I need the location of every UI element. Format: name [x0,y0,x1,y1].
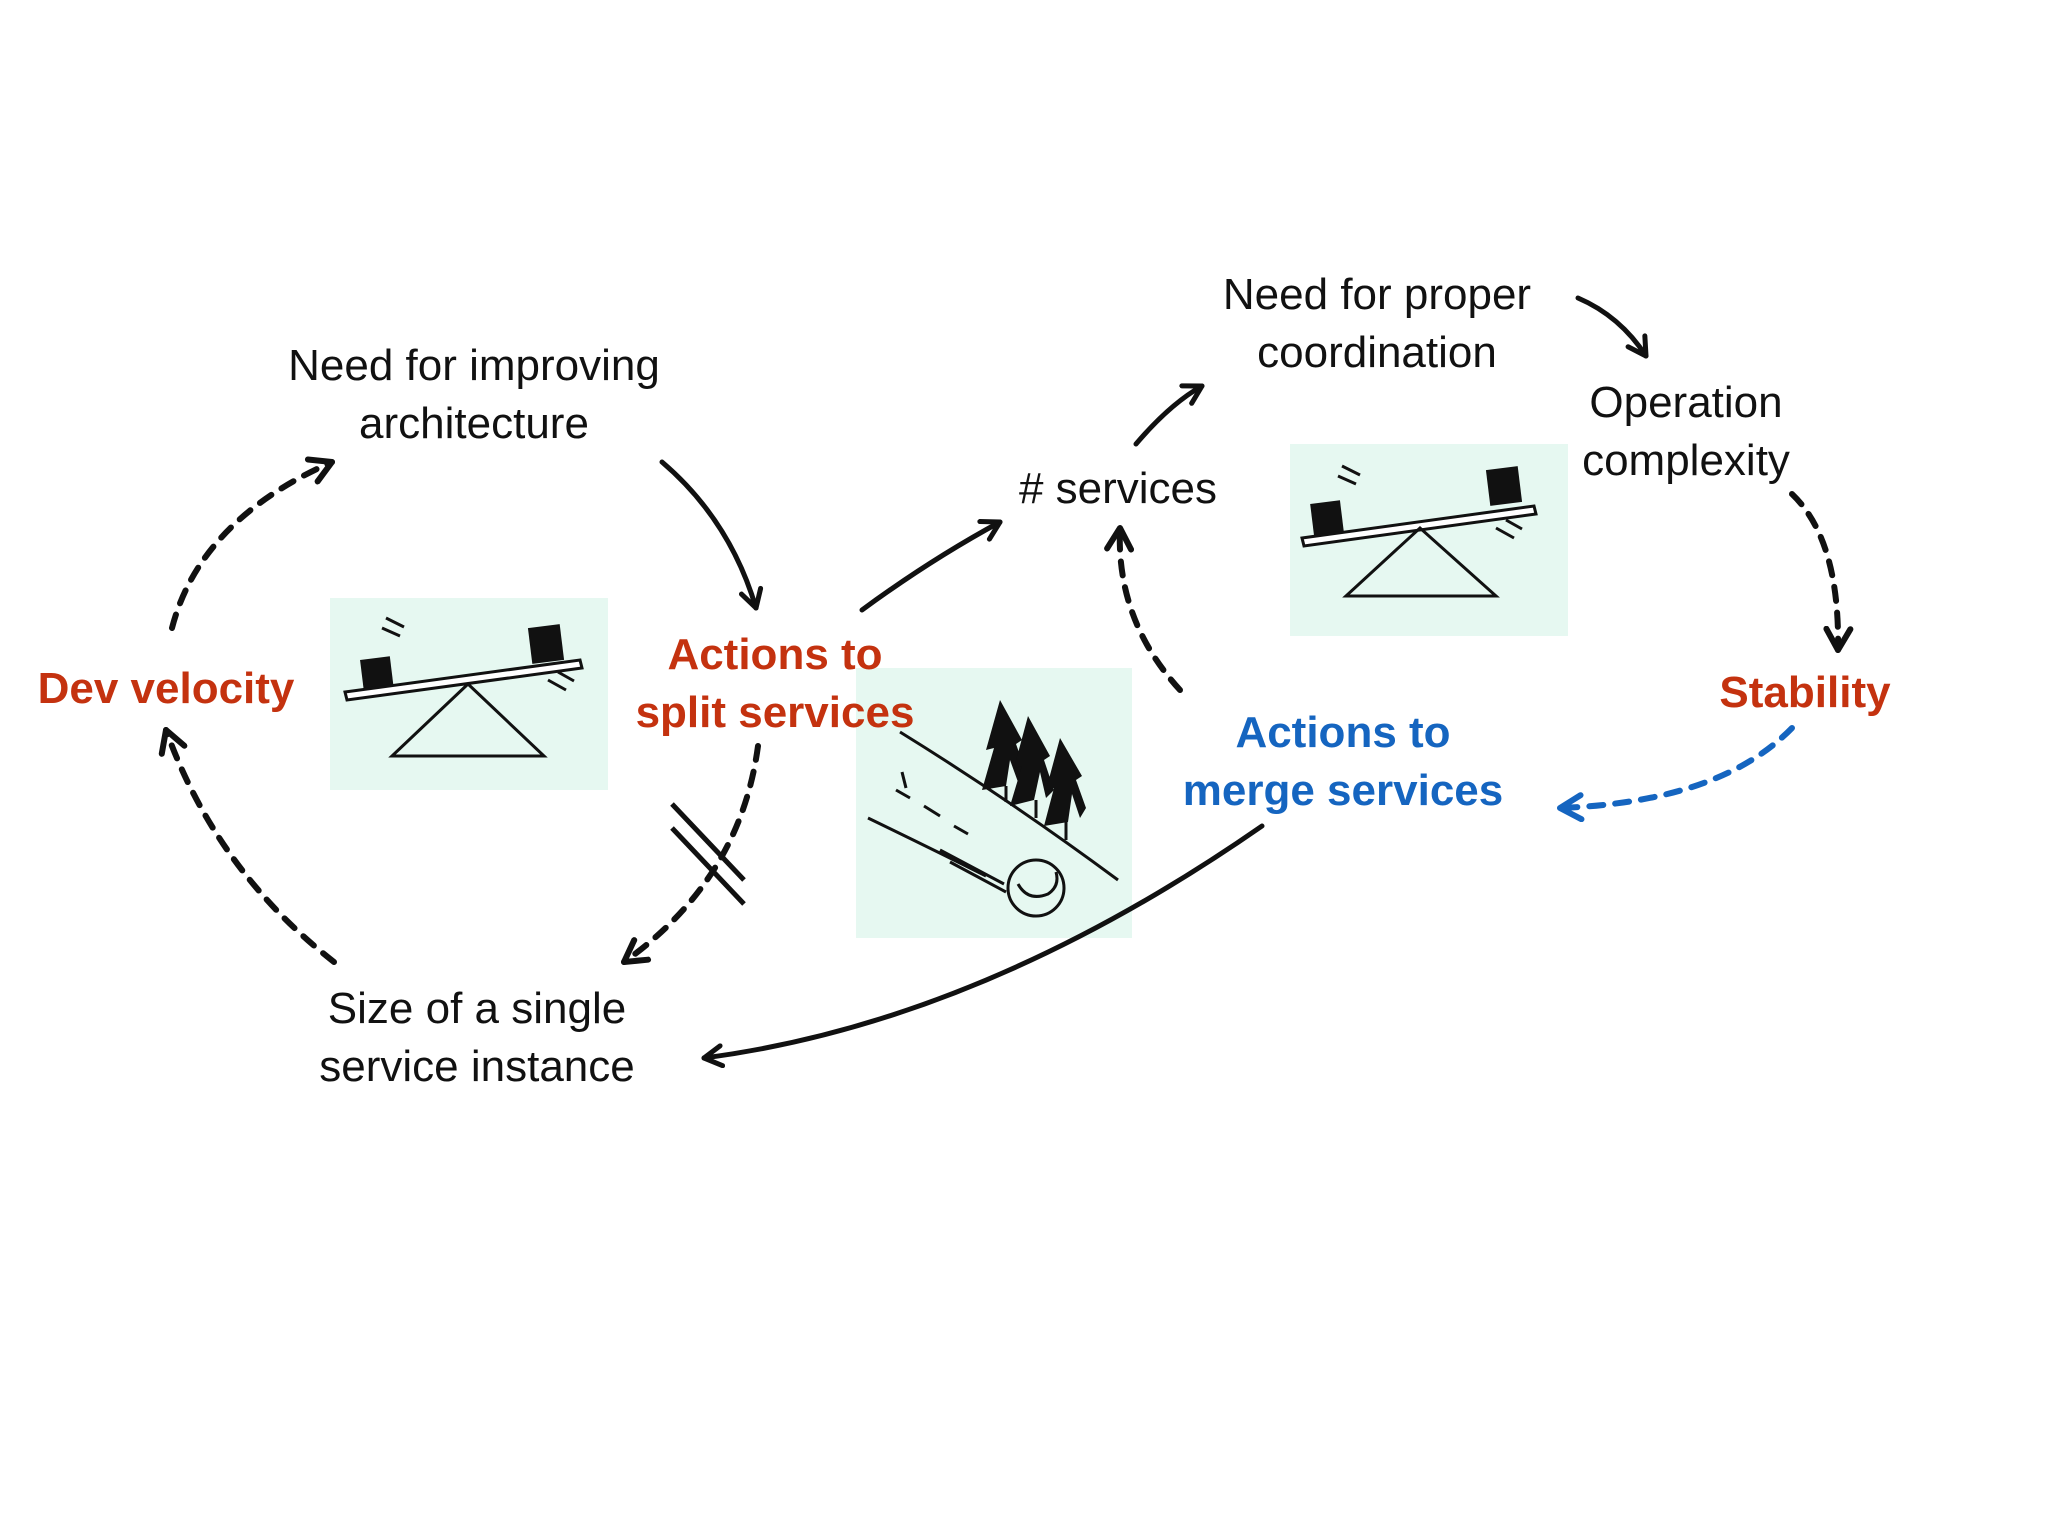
node-need-architecture: Need for improving architecture [254,337,694,453]
node-actions-split: Actions to split services [612,626,938,742]
node-actions-merge-line2: merge services [1182,766,1504,815]
node-size-single-line2: service instance [319,1042,635,1091]
node-operation-complexity: Operation complexity [1536,374,1836,490]
node-need-architecture-line1: Need for improving [288,341,660,390]
node-actions-merge: Actions to merge services [1150,704,1536,820]
node-need-architecture-line2: architecture [359,399,589,448]
delay-mark [670,802,746,882]
node-actions-split-line2: split services [635,688,915,737]
snowball-icon [856,668,1132,938]
seesaw-icon [1290,444,1568,636]
node-operation-complexity-line1: Operation [1589,378,1783,427]
delay-mark [670,826,746,906]
arrow-coordination-to-complexity [1575,295,1649,359]
node-need-coordination: Need for proper coordination [1182,266,1572,382]
node-stability-text: Stability [1719,668,1891,717]
node-actions-split-line1: Actions to [667,630,883,679]
arrow-merge-to-size [701,823,1265,1069]
seesaw-icon [330,598,608,790]
node-dev-velocity-text: Dev velocity [37,664,295,713]
arrow-need-to-split [659,459,764,611]
arrow-velocity-to-need [169,456,335,631]
arrow-split-to-services [859,519,1003,613]
node-services-count-text: # services [1018,464,1218,513]
node-services-count: # services [998,460,1238,518]
arrow-size-to-velocity [158,727,337,965]
node-dev-velocity: Dev velocity [16,660,316,718]
arrow-merge-to-services [1104,525,1183,693]
node-size-single-service: Size of a single service instance [282,980,672,1096]
node-stability: Stability [1690,664,1920,722]
node-size-single-line1: Size of a single [327,984,627,1033]
node-need-coordination-line1: Need for proper [1222,270,1532,319]
arrow-stability-to-merge [1557,725,1795,823]
arrow-split-to-size [621,743,761,965]
arrow-complexity-to-stability [1789,491,1854,653]
arrow-services-to-coordination [1133,383,1205,447]
node-actions-merge-line1: Actions to [1235,708,1451,757]
node-operation-complexity-line2: complexity [1582,436,1790,485]
node-need-coordination-line2: coordination [1257,328,1497,377]
